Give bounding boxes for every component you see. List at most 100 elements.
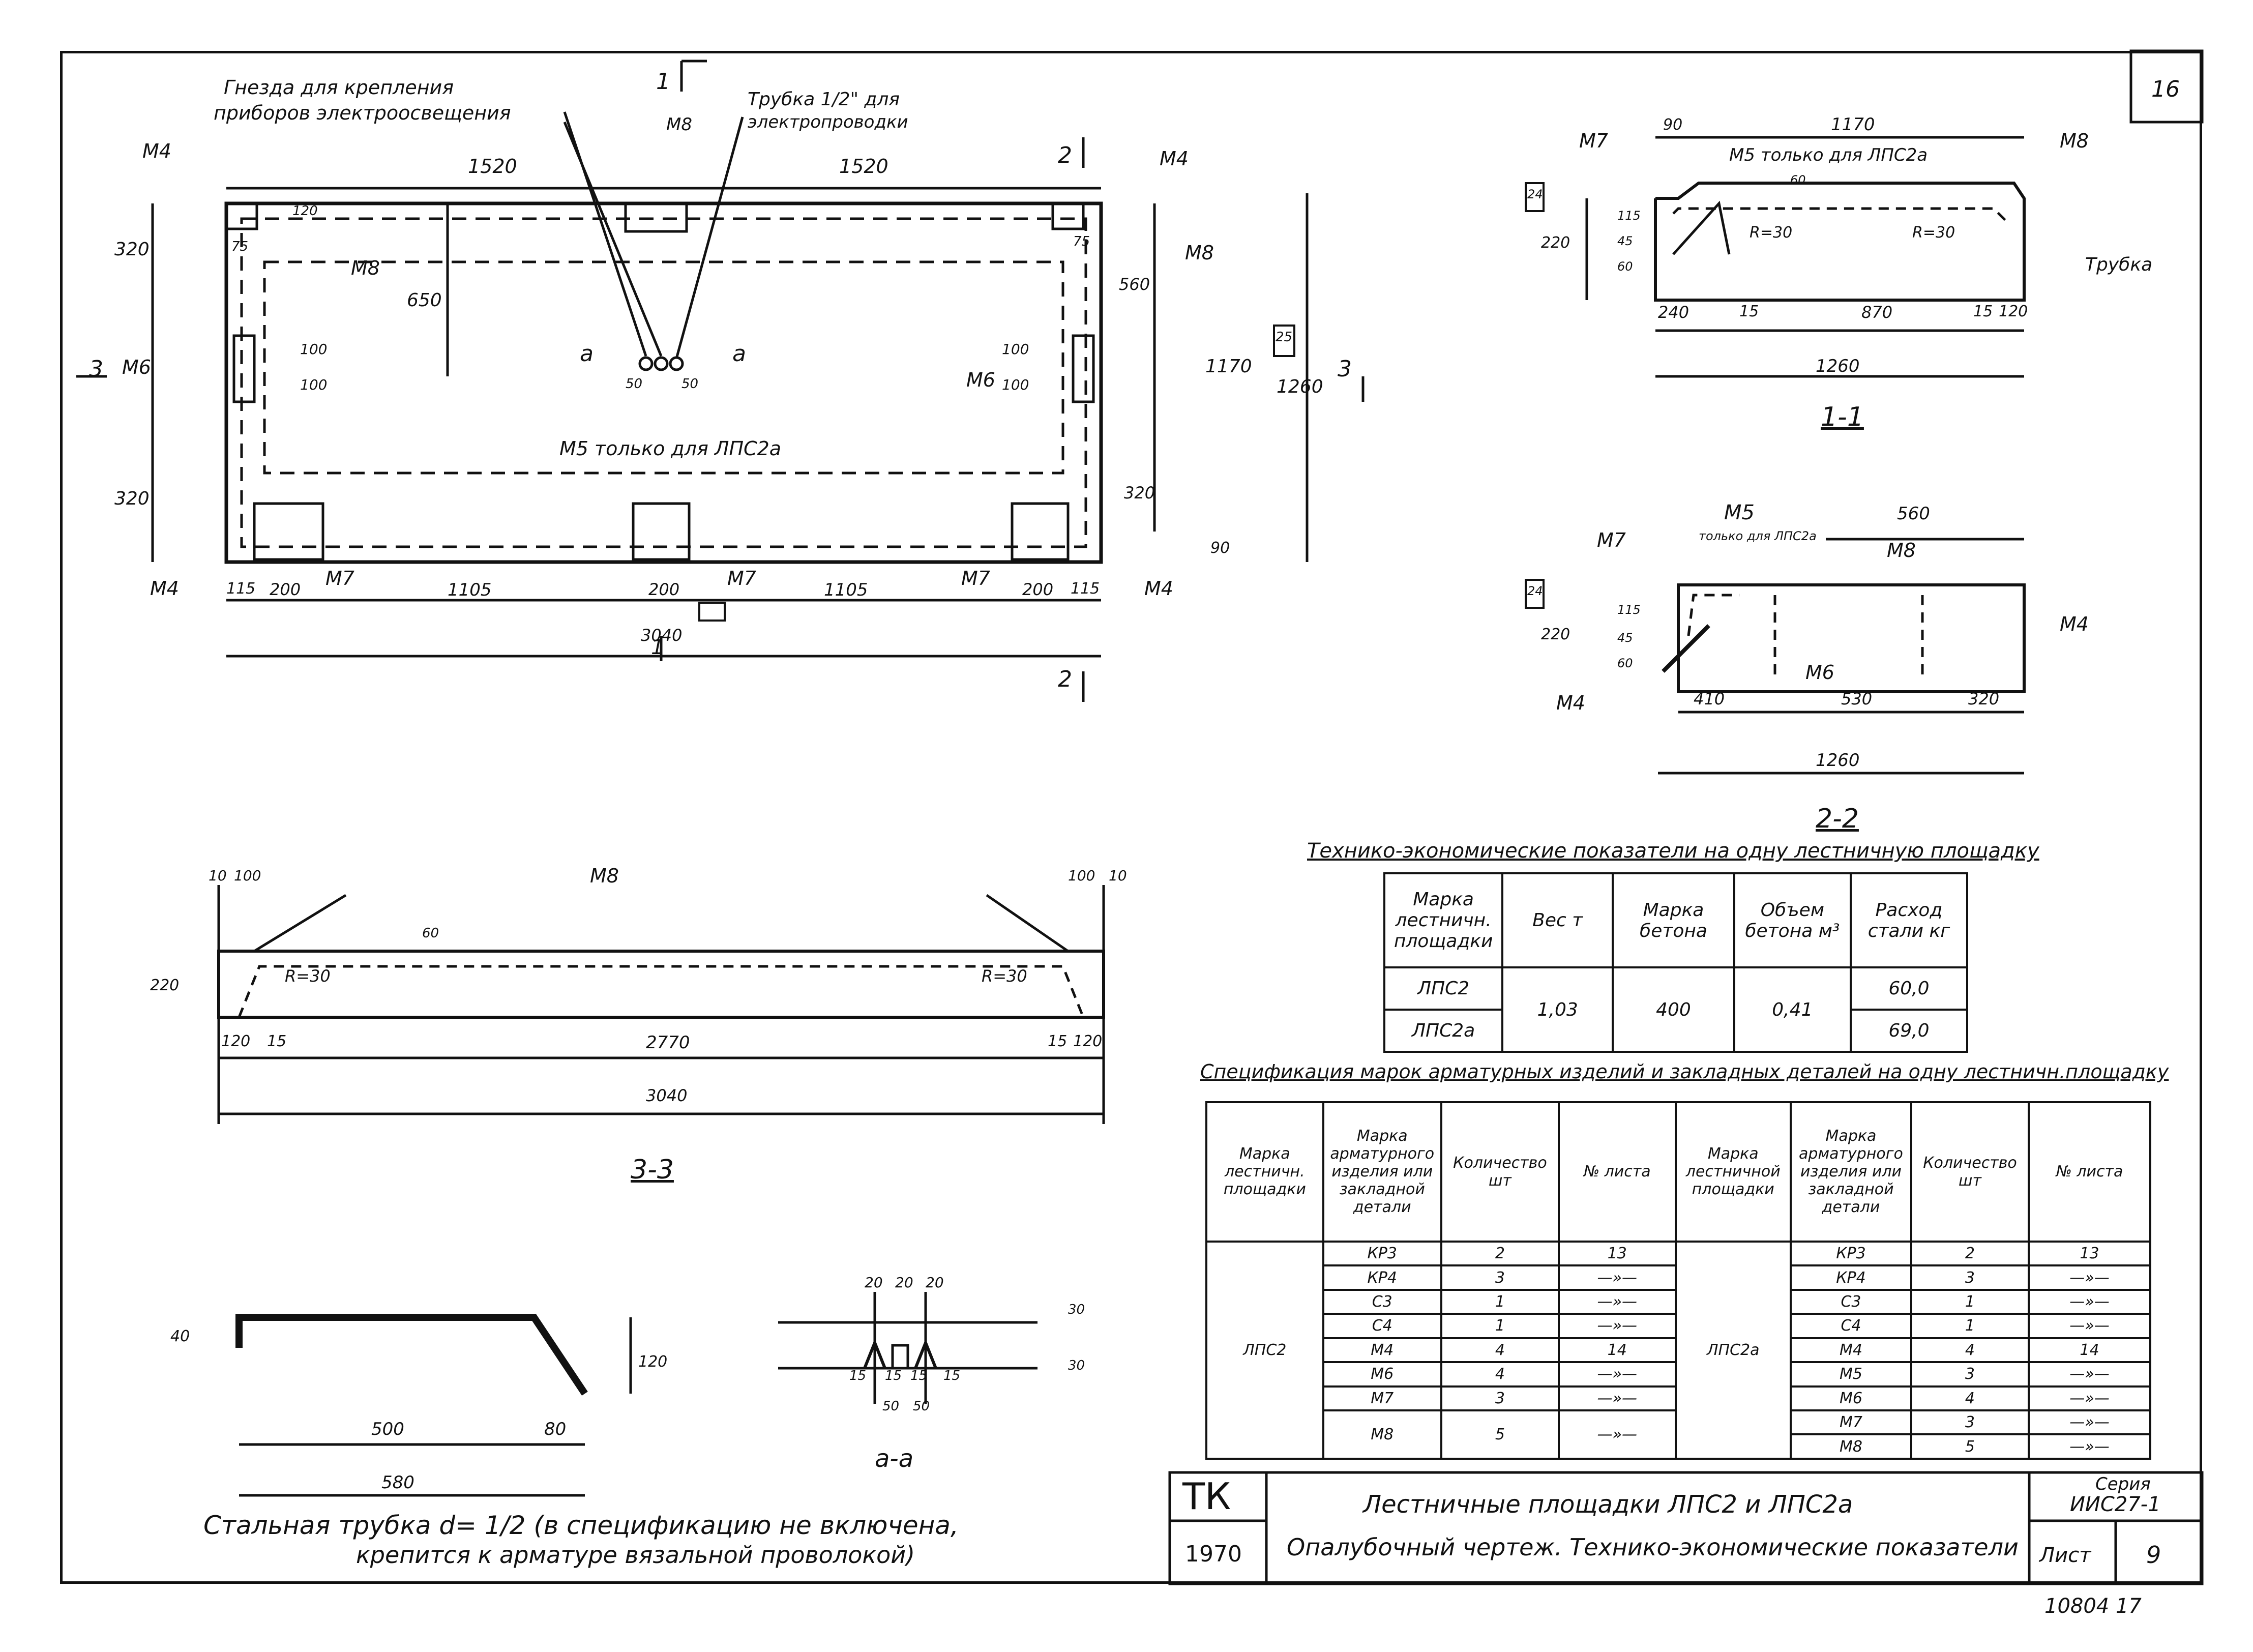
- spec-h-item-r: Марка арматурного изделия или закладной …: [1789, 1101, 1912, 1243]
- plan-label-tube: Трубка 1/2" для: [748, 89, 900, 110]
- s11-dim-60-left: 60: [1617, 259, 1633, 274]
- tb-title-1: Лестничные площадки ЛПС2 и ЛПС2а: [1363, 1490, 1853, 1519]
- plan-cut-1-top: 1: [656, 69, 670, 95]
- aa-dim-20-b: 20: [895, 1274, 913, 1291]
- s33-dim-10-right: 10: [1109, 867, 1127, 884]
- aa-dim-50-a: 50: [882, 1399, 900, 1414]
- spec-left-cell: 5: [1440, 1409, 1560, 1460]
- tep-row1-mark: ЛПС2: [1383, 966, 1504, 1011]
- plan-cut-3-right: 3: [1338, 356, 1352, 382]
- spec-right-cell: 2: [1910, 1240, 2030, 1267]
- tb-sheet-label: Лист: [2039, 1544, 2091, 1567]
- aa-dim-20-c: 20: [926, 1274, 944, 1291]
- s11-dim-60-top: 60: [1790, 173, 1806, 187]
- plan-dim-200-c: 200: [1022, 580, 1054, 599]
- section-2-2-title: 2-2: [1816, 804, 1859, 834]
- s22-dim-1260: 1260: [1816, 750, 1860, 771]
- plan-dim-top-right: 1520: [839, 155, 888, 178]
- plan-dim-200-b: 200: [648, 580, 680, 599]
- section-2-2-drawing: [1658, 538, 2026, 775]
- tube-dim-500: 500: [371, 1419, 404, 1439]
- plan-mark-m8-left: М8: [351, 257, 380, 279]
- s11-dim-870: 870: [1861, 303, 1893, 322]
- spec-right-cell: —»—: [2027, 1409, 2152, 1436]
- tep-header-concrete: Марка бетона: [1612, 872, 1735, 968]
- s11-stamp: 24: [1527, 187, 1543, 201]
- section-3-3-drawing: [217, 885, 1105, 1124]
- s11-dim-90: 90: [1663, 116, 1683, 134]
- plan-label-m5: М5 только для ЛПС2а: [559, 437, 782, 460]
- plan-view: [76, 60, 1365, 702]
- plan-dim-1260: 1260: [1277, 376, 1323, 397]
- s33-dim-120-left: 120: [221, 1032, 251, 1050]
- plan-dim-50-right: 50: [681, 376, 699, 392]
- plan-mark-m7-right: М7: [961, 567, 990, 589]
- spec-right-cell: 3: [1910, 1264, 2030, 1291]
- s11-dim-r30-right: R=30: [1912, 224, 1955, 242]
- spec-h-sheet-r: № листа: [2027, 1101, 2152, 1243]
- spec-right-cell: КР3: [1789, 1240, 1912, 1267]
- section-1-1-title: 1-1: [1821, 402, 1864, 432]
- plan-dim-100-a: 100: [300, 341, 328, 358]
- spec-h-mark-r: Марка лестничной площадки: [1674, 1101, 1792, 1243]
- spec-left-cell: 2: [1440, 1240, 1560, 1267]
- tep-row2-mark: ЛПС2а: [1383, 1009, 1504, 1053]
- s33-dim-60: 60: [422, 926, 439, 941]
- plan-dim-650: 650: [407, 290, 442, 311]
- plan-mark-m4-br: М4: [1144, 577, 1173, 600]
- plan-cut-3-left: 3: [89, 356, 103, 382]
- aa-dim-20-a: 20: [865, 1274, 883, 1291]
- plan-label-sockets: Гнезда для крепления: [224, 76, 454, 99]
- spec-left-cell: —»—: [1557, 1288, 1677, 1315]
- spec-left-cell: 3: [1440, 1385, 1560, 1412]
- s22-stamp: 24: [1527, 584, 1543, 598]
- s22-dim-320: 320: [1968, 689, 2000, 709]
- spec-right-cell: 3: [1910, 1361, 2030, 1388]
- tep-header-steel: Расход стали кг: [1849, 872, 1969, 968]
- footer-number: 10804 17: [2044, 1595, 2142, 1618]
- plan-mark-m7-left: М7: [325, 567, 354, 589]
- spec-left-cell: М6: [1322, 1361, 1442, 1388]
- plan-dim-120: 120: [292, 203, 318, 219]
- tep-volume: 0,41: [1733, 966, 1852, 1053]
- spec-group-left: ЛПС2: [1205, 1240, 1324, 1460]
- s11-dim-115: 115: [1617, 209, 1641, 223]
- plan-dim-100-d: 100: [1002, 376, 1029, 393]
- s22-dim-560: 560: [1897, 504, 1930, 524]
- s33-mark-m8: М8: [590, 865, 619, 887]
- s33-dim-120-right: 120: [1073, 1032, 1103, 1050]
- plan-dim-100-c: 100: [1002, 341, 1029, 358]
- spec-right-cell: —»—: [2027, 1433, 2152, 1460]
- aa-dim-30-top: 30: [1068, 1302, 1085, 1317]
- s33-dim-2770: 2770: [646, 1032, 690, 1053]
- spec-table-title: Спецификация марок арматурных изделий и …: [1200, 1060, 2169, 1083]
- plan-dim-90: 90: [1210, 539, 1230, 557]
- plan-dim-3040: 3040: [641, 626, 683, 645]
- s22-dim-410: 410: [1694, 689, 1725, 709]
- tb-org: ТК: [1182, 1475, 1231, 1518]
- plan-mark-m4-tl: М4: [142, 140, 171, 162]
- spec-right-cell: —»—: [2027, 1385, 2152, 1412]
- tep-header-volume: Объем бетона м³: [1733, 872, 1852, 968]
- sheet-number: 16: [2151, 76, 2180, 102]
- section-1-1-drawing: [1585, 136, 2026, 378]
- plan-cut-a-right: а: [732, 341, 746, 367]
- plan-mark-m8-center: М8: [666, 114, 692, 135]
- plan-label-tube-2: электропроводки: [748, 112, 908, 132]
- spec-left-cell: КР3: [1322, 1240, 1442, 1267]
- plan-dim-560: 560: [1119, 275, 1150, 294]
- spec-h-mark-l: Марка лестничн. площадки: [1205, 1101, 1324, 1243]
- s11-dim-15-left: 15: [1739, 303, 1759, 320]
- s11-mark-m7: М7: [1579, 130, 1608, 152]
- s22-dim-220: 220: [1541, 626, 1570, 643]
- tube-caption-1: Стальная трубка d= 1/2 (в спецификацию н…: [203, 1511, 959, 1540]
- section-a-a-drawing: [778, 1292, 1037, 1404]
- s22-mark-m7: М7: [1597, 529, 1626, 551]
- spec-left-cell: 14: [1557, 1337, 1677, 1364]
- s11-mark-m5: М5 только для ЛПС2а: [1729, 145, 1928, 165]
- spec-h-item-l: Марка арматурного изделия или закладной …: [1322, 1101, 1442, 1243]
